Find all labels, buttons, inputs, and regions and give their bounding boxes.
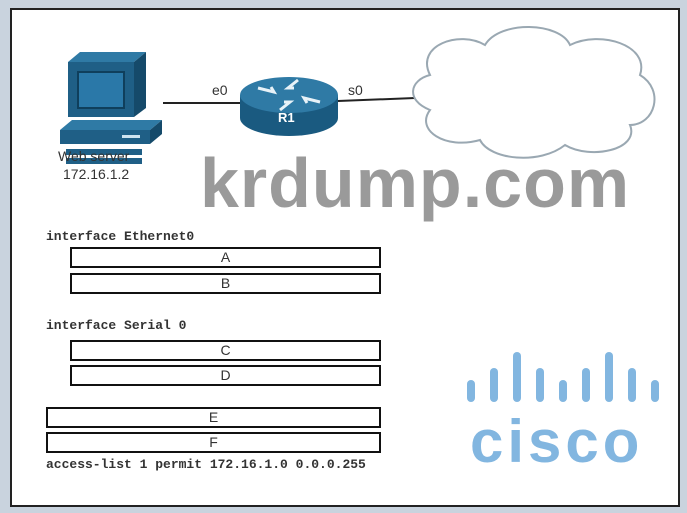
ethernet-header: interface Ethernet0 — [46, 229, 195, 244]
cisco-logo-text: cisco — [470, 408, 644, 475]
port-s0-label: s0 — [348, 82, 363, 98]
serial-header: interface Serial 0 — [46, 318, 187, 333]
router-label: R1 — [278, 110, 295, 125]
answer-box-e[interactable]: E — [46, 407, 381, 428]
answer-box-a[interactable]: A — [70, 247, 381, 268]
answer-box-f[interactable]: F — [46, 432, 381, 453]
link-s0 — [337, 97, 416, 102]
answer-box-c[interactable]: C — [70, 340, 381, 361]
router-r1-icon — [240, 77, 338, 136]
cloud-icon — [412, 26, 656, 159]
web-server-icon — [60, 52, 162, 164]
acl-line: access-list 1 permit 172.16.1.0 0.0.0.25… — [46, 457, 366, 472]
watermark-text: krdump.com — [200, 144, 631, 222]
answer-box-b[interactable]: B — [70, 273, 381, 294]
server-label: Web server — [58, 148, 130, 164]
server-ip: 172.16.1.2 — [63, 166, 130, 182]
port-e0-label: e0 — [212, 82, 228, 98]
answer-box-d[interactable]: D — [70, 365, 381, 386]
cisco-bars-icon — [467, 352, 659, 402]
